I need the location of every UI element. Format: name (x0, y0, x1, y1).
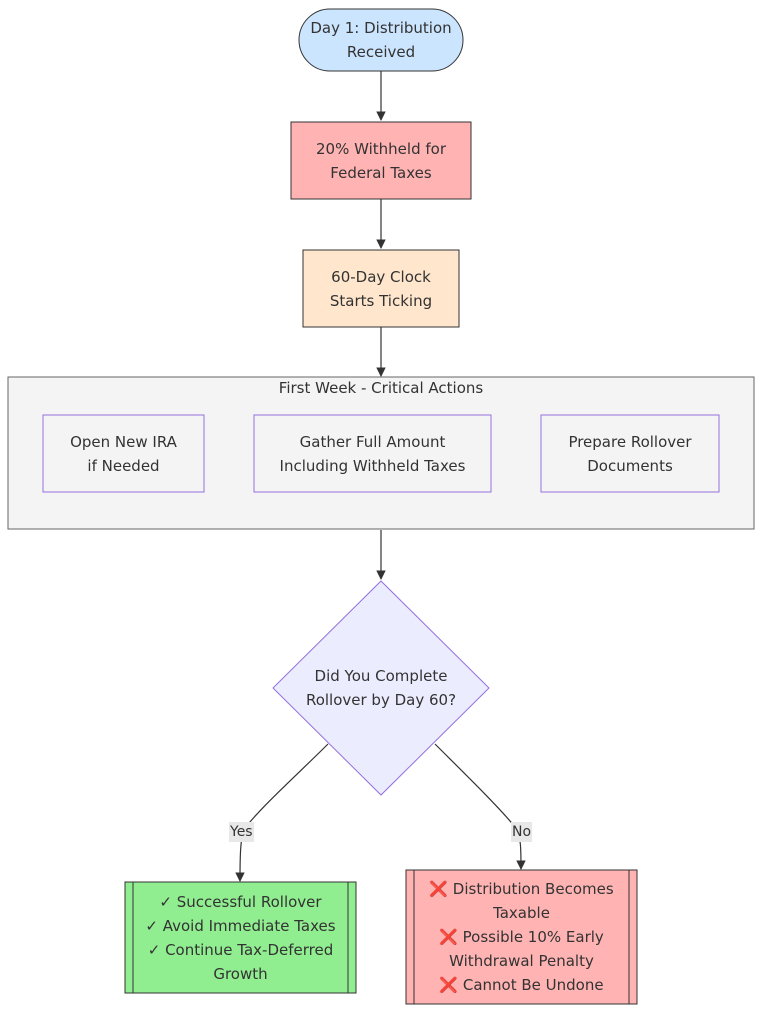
failure-text-5: Cannot Be Undone (462, 976, 604, 994)
decision-label-line-2: Rollover by Day 60? (305, 691, 457, 709)
withheld-label: 20% Withheld for Federal Taxes (291, 122, 471, 199)
failure-label: ❌ Distribution Becomes Taxable ❌ Possibl… (414, 870, 629, 1004)
clock-label: 60-Day Clock Starts Ticking (303, 250, 459, 327)
open-ira-label-line-1: Open New IRA (70, 432, 177, 451)
edge-decision-yes (235, 743, 329, 882)
cross-mark-icon: ❌ (439, 928, 458, 946)
edge-decision-no (434, 743, 526, 870)
clock-label-line-2: Starts Ticking (329, 291, 433, 310)
failure-label-line-3: ❌ Possible 10% Early (439, 925, 604, 949)
withheld-label-line-1: 20% Withheld for (316, 139, 446, 158)
prepare-label: Prepare Rollover Documents (541, 415, 719, 492)
prepare-label-line-1: Prepare Rollover (568, 432, 692, 451)
cross-mark-icon: ❌ (429, 880, 448, 898)
start-label: Day 1: Distribution Received (299, 9, 463, 71)
failure-text-1: Distribution Becomes (452, 880, 614, 898)
failure-label-line-5: ❌ Cannot Be Undone (439, 973, 603, 997)
start-label-line-1: Day 1: Distribution (310, 19, 452, 37)
open-ira-label: Open New IRA if Needed (43, 415, 204, 492)
no-edge-label: No (511, 822, 533, 842)
success-label-line-3: ✓ Continue Tax-Deferred (147, 940, 334, 959)
clock-node (302, 249, 460, 328)
gather-label-line-1: Gather Full Amount (299, 432, 446, 451)
failure-node (405, 869, 638, 1005)
prepare-label-line-2: Documents (587, 456, 673, 475)
success-label: ✓ Successful Rollover ✓ Avoid Immediate … (133, 882, 348, 993)
decision-node (272, 580, 490, 796)
start-label-line-2: Received (346, 43, 416, 61)
gather-label: Gather Full Amount Including Withheld Ta… (254, 415, 491, 492)
success-label-line-2: ✓ Avoid Immediate Taxes (145, 916, 336, 935)
success-node (124, 881, 357, 994)
clock-label-line-1: 60-Day Clock (331, 267, 431, 286)
success-label-line-4: Growth (213, 964, 268, 983)
start-node (298, 8, 464, 72)
yes-edge-label: Yes (229, 822, 254, 842)
prepare-node (540, 414, 720, 493)
success-label-line-1: ✓ Successful Rollover (159, 892, 322, 911)
failure-label-line-4: Withdrawal Penalty (449, 952, 594, 970)
gather-label-line-2: Including Withheld Taxes (279, 456, 466, 475)
withheld-node (290, 121, 472, 200)
withheld-label-line-2: Federal Taxes (330, 163, 432, 182)
decision-label: Did You Complete Rollover by Day 60? (281, 650, 481, 726)
gather-node (253, 414, 492, 493)
decision-label-line-1: Did You Complete (314, 667, 448, 685)
cluster-title: First Week - Critical Actions (278, 379, 484, 397)
failure-label-line-2: Taxable (493, 904, 550, 922)
failure-label-line-1: ❌ Distribution Becomes (429, 877, 613, 901)
failure-text-3: Possible 10% Early (462, 928, 604, 946)
open-ira-label-line-2: if Needed (87, 456, 160, 475)
cross-mark-icon: ❌ (439, 976, 459, 994)
open-ira-node (42, 414, 205, 493)
